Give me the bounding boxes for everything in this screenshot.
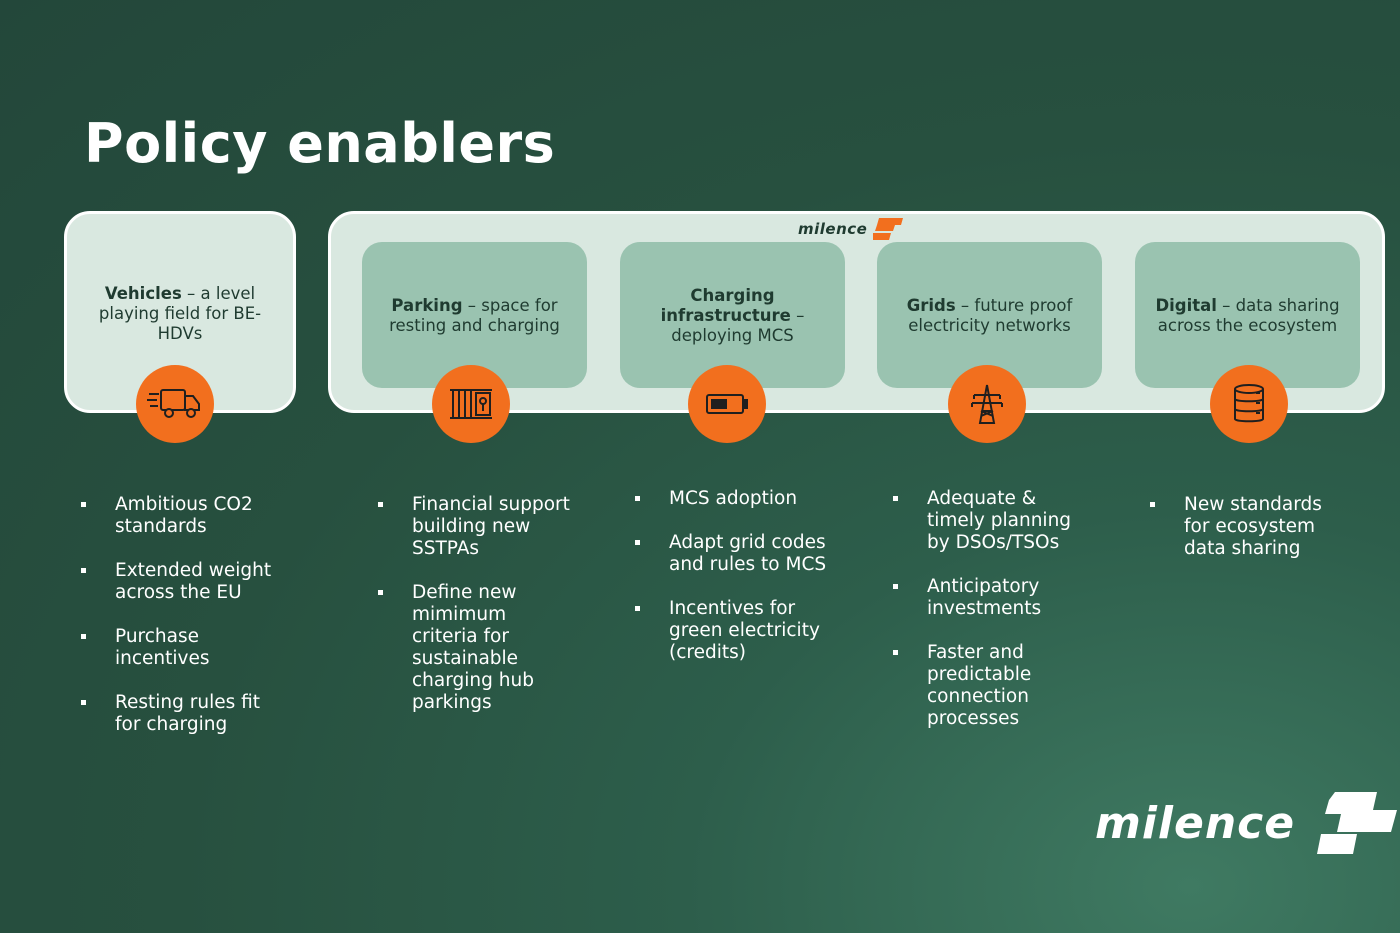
header-logo-text: milence xyxy=(798,220,868,238)
database-icon-badge xyxy=(1210,365,1288,443)
parking-card xyxy=(362,242,587,388)
digital-card-rest: – data sharing across the ecosystem xyxy=(1157,296,1340,335)
bullet-text: Incentives for green electricity (credit… xyxy=(669,598,820,663)
bullet-text: Ambitious CO2 standards xyxy=(115,494,253,537)
grids-card-bold: Grids xyxy=(906,296,956,315)
parking-card-bold: Parking xyxy=(391,296,463,315)
list-item: Incentives for green electricity (credit… xyxy=(635,598,855,664)
digital-card xyxy=(1135,242,1360,388)
bullet-text: Resting rules fit for charging xyxy=(115,692,261,735)
list-item: New standards for ecosystem data sharing xyxy=(1150,494,1370,560)
bullet-text: MCS adoption xyxy=(669,488,798,509)
page-title: Policy enablers xyxy=(84,112,556,175)
vehicles-card-bold: Vehicles xyxy=(104,284,182,303)
list-item: Adapt grid codes and rules to MCS xyxy=(635,532,855,576)
footer-logo: milence xyxy=(1095,792,1399,854)
list-item: Extended weight across the EU xyxy=(81,560,301,604)
footer-logo-text: milence xyxy=(1095,797,1296,849)
bullet-text: New standards for ecosystem data sharing xyxy=(1184,494,1322,559)
battery-icon xyxy=(706,394,748,414)
truck-icon xyxy=(147,389,200,418)
bullet-text: Financial support building new SSTPAs xyxy=(412,494,570,559)
power-pylon-icon xyxy=(971,384,1003,424)
list-item: Define new mimimum criteria for sustaina… xyxy=(378,582,598,714)
list-item: Adequate & timely planning by DSOs/TSOs xyxy=(893,488,1113,554)
bullet-text: Faster and predictable connection proces… xyxy=(927,642,1032,729)
parking-bullets: Financial support building new SSTPAs De… xyxy=(378,494,598,736)
grids-bullets: Adequate & timely planning by DSOs/TSOs … xyxy=(893,488,1113,752)
list-item: Ambitious CO2 standards xyxy=(81,494,301,538)
bullet-text: Purchase incentives xyxy=(115,626,210,669)
bullet-text: Anticipatory investments xyxy=(927,576,1042,619)
list-item: Resting rules fit for charging xyxy=(81,692,301,736)
grids-card xyxy=(877,242,1102,388)
digital-card-label: Digital – data sharing across the ecosys… xyxy=(1155,262,1340,370)
list-item: Purchase incentives xyxy=(81,626,301,670)
database-icon xyxy=(1234,384,1264,423)
parking-card-rest: – space for resting and charging xyxy=(389,296,560,335)
grids-card-label: Grids – future proof electricity network… xyxy=(892,262,1087,370)
bullet-text: Adapt grid codes and rules to MCS xyxy=(669,532,827,575)
grids-card-rest: – future proof electricity networks xyxy=(908,296,1073,335)
charging-card xyxy=(620,242,845,388)
charging-card-rest: – deploying MCS xyxy=(671,306,805,345)
battery-icon-badge xyxy=(688,365,766,443)
parking-icon-badge xyxy=(432,365,510,443)
milence-mark-icon xyxy=(1317,792,1398,854)
bullet-text: Extended weight across the EU xyxy=(115,560,272,603)
truck-icon-badge xyxy=(136,365,214,443)
list-item: MCS adoption xyxy=(635,488,855,510)
digital-bullets: New standards for ecosystem data sharing xyxy=(1150,494,1370,582)
charging-bullets: MCS adoption Adapt grid codes and rules … xyxy=(635,488,855,686)
charging-card-label: Charging infrastructure – deploying MCS xyxy=(635,262,830,370)
list-item: Faster and predictable connection proces… xyxy=(893,642,1113,730)
bullet-text: Adequate & timely planning by DSOs/TSOs xyxy=(927,488,1072,553)
vehicles-card-label: Vehicles – a level playing field for BE-… xyxy=(84,270,276,358)
vehicles-card-rest: – a level playing field for BE-HDVs xyxy=(98,284,262,343)
list-item: Anticipatory investments xyxy=(893,576,1113,620)
bullet-text: Define new mimimum criteria for sustaina… xyxy=(412,582,534,713)
parking-icon xyxy=(450,389,492,419)
charging-card-bold: Charging infrastructure xyxy=(660,286,791,325)
digital-card-bold: Digital xyxy=(1155,296,1217,315)
parking-card-label: Parking – space for resting and charging xyxy=(372,262,577,370)
milence-mark-icon xyxy=(873,218,904,240)
pylon-icon-badge xyxy=(948,365,1026,443)
header-logo: milence xyxy=(798,218,905,240)
list-item: Financial support building new SSTPAs xyxy=(378,494,598,560)
vehicles-bullets: Ambitious CO2 standards Extended weight … xyxy=(81,494,301,758)
